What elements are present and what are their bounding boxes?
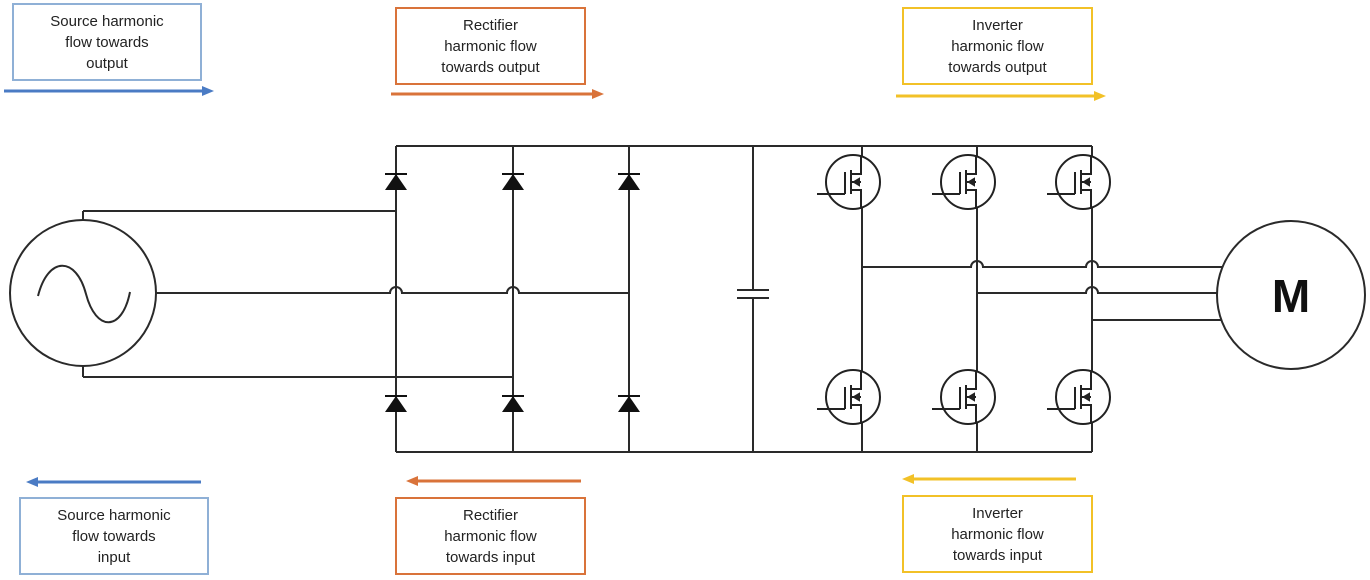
diode-icon bbox=[618, 173, 640, 190]
body-arrow bbox=[852, 392, 860, 402]
diode-icon bbox=[618, 395, 640, 412]
phase-b-wire bbox=[156, 286, 629, 294]
inverter-output-arrow bbox=[896, 91, 1106, 101]
body-arrow bbox=[1082, 177, 1090, 187]
inverter-input-arrow bbox=[902, 474, 1076, 484]
diode-triangle bbox=[385, 174, 407, 190]
diode-triangle bbox=[502, 174, 524, 190]
transistor-icon bbox=[817, 154, 881, 210]
flow-arrows bbox=[4, 86, 1106, 487]
rectifier-input-label: Rectifier harmonic flow towards input bbox=[395, 497, 586, 575]
diode-triangle bbox=[618, 174, 640, 190]
diode-icon bbox=[385, 395, 407, 412]
inverter-output-label: Inverter harmonic flow towards output bbox=[902, 7, 1093, 85]
rectifier-input-arrow bbox=[406, 476, 581, 486]
diode-triangle bbox=[502, 396, 524, 412]
source-lead bbox=[1081, 189, 1092, 209]
body-arrow bbox=[1082, 392, 1090, 402]
sine-wave-icon bbox=[37, 264, 131, 324]
arrow-head bbox=[902, 474, 914, 484]
inverter-input-label: Inverter harmonic flow towards input bbox=[902, 495, 1093, 573]
transistor-icon bbox=[817, 369, 881, 425]
ac-source-icon bbox=[9, 219, 157, 367]
source-lead bbox=[966, 404, 977, 424]
drain-lead bbox=[851, 370, 862, 390]
arrow-head bbox=[26, 477, 38, 487]
source-input-label: Source harmonic flow towards input bbox=[19, 497, 209, 575]
transistor-icon bbox=[932, 154, 996, 210]
source-output-label: Source harmonic flow towards output bbox=[12, 3, 202, 81]
source-output-arrow bbox=[4, 86, 214, 96]
motor-letter: M bbox=[1272, 270, 1310, 322]
drain-lead bbox=[1081, 155, 1092, 175]
source-input-arrow bbox=[26, 477, 201, 487]
transistor-icon bbox=[1047, 154, 1111, 210]
body-arrow bbox=[852, 177, 860, 187]
drain-lead bbox=[966, 155, 977, 175]
motor-icon bbox=[1216, 220, 1366, 370]
transistor-icon bbox=[1047, 369, 1111, 425]
arrow-head bbox=[406, 476, 418, 486]
circuit-wires bbox=[9, 145, 1366, 453]
arrow-head bbox=[592, 89, 604, 99]
diode-triangle bbox=[618, 396, 640, 412]
source-lead bbox=[966, 189, 977, 209]
diode-icon bbox=[502, 395, 524, 412]
arrow-head bbox=[202, 86, 214, 96]
diode-icon bbox=[502, 173, 524, 190]
drain-lead bbox=[851, 155, 862, 175]
motor-phase-v bbox=[977, 286, 1218, 294]
rectifier-output-arrow bbox=[391, 89, 604, 99]
circuit-components: M bbox=[385, 154, 1310, 425]
drain-lead bbox=[966, 370, 977, 390]
diode-icon bbox=[385, 173, 407, 190]
body-arrow bbox=[967, 177, 975, 187]
rectifier-output-label: Rectifier harmonic flow towards output bbox=[395, 7, 586, 85]
body-arrow bbox=[967, 392, 975, 402]
capacitor-icon bbox=[737, 289, 769, 299]
capacitor-gap bbox=[740, 290, 766, 298]
diode-triangle bbox=[385, 396, 407, 412]
source-lead bbox=[851, 189, 862, 209]
arrow-head bbox=[1094, 91, 1106, 101]
source-lead bbox=[851, 404, 862, 424]
transistor-icon bbox=[932, 369, 996, 425]
source-lead bbox=[1081, 404, 1092, 424]
drain-lead bbox=[1081, 370, 1092, 390]
motor-phase-u bbox=[862, 260, 1223, 268]
